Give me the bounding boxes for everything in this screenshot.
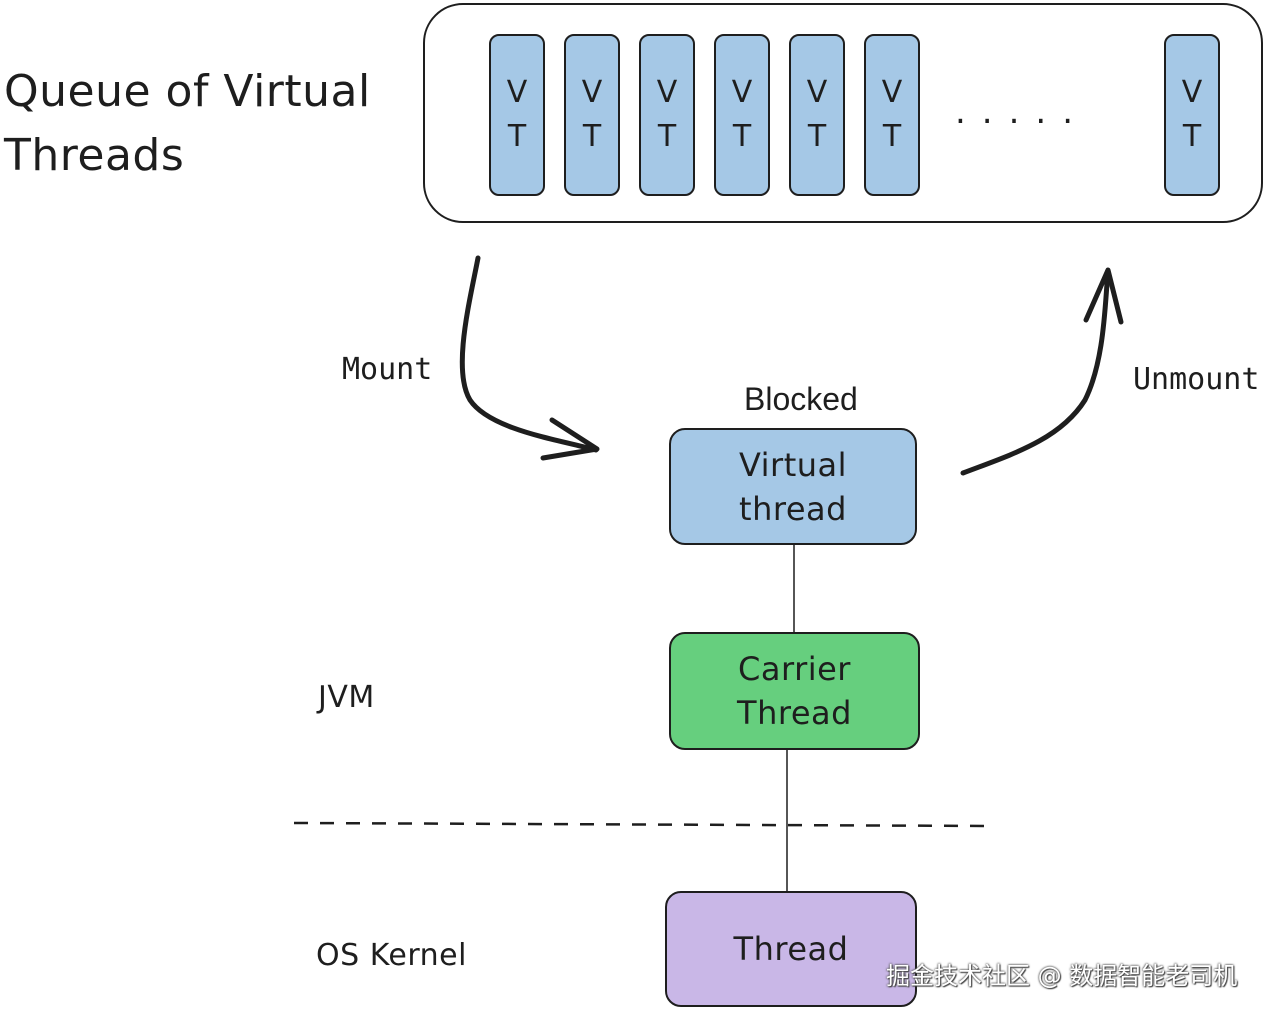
- queue-item-vt: V T: [489, 34, 545, 196]
- queue-item-line1: V: [731, 75, 753, 110]
- queue-item-line2: T: [1182, 119, 1202, 154]
- virtual-thread-line1: Virtual: [738, 445, 848, 484]
- carrier-thread-box: Carrier Thread: [669, 632, 920, 750]
- queue-title-line2: Threads: [4, 130, 185, 181]
- virtual-thread-line2: thread: [739, 489, 847, 528]
- os-thread-box: Thread: [665, 891, 917, 1007]
- queue-item-line1: V: [581, 75, 603, 110]
- carrier-thread-line1: Carrier: [738, 650, 851, 688]
- queue-title-line1: Queue of Virtual: [4, 66, 371, 117]
- carrier-thread-line2: Thread: [737, 694, 852, 732]
- mount-arrow: [459, 255, 599, 453]
- queue-item-vt: V T: [864, 34, 920, 196]
- queue-item-line1: V: [806, 75, 828, 110]
- queue-item-line2: T: [732, 119, 752, 154]
- blocked-status: Blocked: [744, 381, 858, 417]
- queue-item-line2: T: [582, 119, 602, 154]
- queue-item-vt: V T: [564, 34, 620, 196]
- mount-arrowhead: [540, 417, 600, 461]
- queue-item-line1: V: [506, 75, 528, 110]
- queue-title: Queue of Virtual Threads: [4, 60, 371, 188]
- jvm-layer-label: JVM: [318, 680, 375, 715]
- queue-item-line2: T: [657, 119, 677, 154]
- unmount-arrowhead: [1083, 267, 1124, 325]
- queue-item-vt: V T: [714, 34, 770, 196]
- unmount-label: Unmount: [1133, 362, 1260, 397]
- queue-item-line2: T: [882, 119, 902, 154]
- virtual-thread-box: Virtual thread: [669, 428, 917, 545]
- os-kernel-layer-label: OS Kernel: [316, 938, 467, 973]
- queue-item-line2: T: [507, 119, 527, 154]
- queue-item-line1: V: [656, 75, 678, 110]
- queue-item-line1: V: [1181, 75, 1203, 110]
- queue-ellipsis: .....: [955, 92, 1090, 132]
- unmount-arrow: [960, 269, 1111, 476]
- queue-item-vt: V T: [639, 34, 695, 196]
- jvm-os-separator: [293, 821, 993, 828]
- queue-item-vt: V T: [789, 34, 845, 196]
- queue-item-vt-last: V T: [1164, 34, 1220, 196]
- os-thread-label: Thread: [733, 930, 849, 968]
- watermark: 掘金技术社区 @ 数据智能老司机: [886, 962, 1238, 990]
- mount-label: Mount: [342, 352, 433, 387]
- queue-item-line1: V: [881, 75, 903, 110]
- queue-item-line2: T: [807, 119, 827, 154]
